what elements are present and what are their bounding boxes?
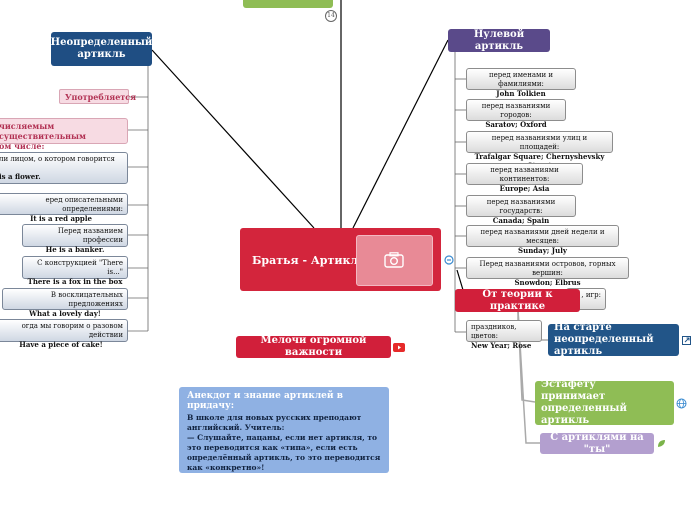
zero-item-5[interactable]: перед названиями государств: Canada; Spa…: [466, 195, 576, 225]
indef-item-7[interactable]: огда мы говорим о разовом действии Have …: [0, 319, 128, 349]
central-title: Братья - Артикли: [252, 254, 367, 267]
practice-item-start[interactable]: На старте неопределенный артикль: [548, 322, 679, 357]
indef-item-3[interactable]: еред описательными определениями: It is …: [0, 193, 128, 223]
zero-item-7[interactable]: Перед названиями островов, горных вершин…: [466, 257, 629, 287]
zero-item-6[interactable]: перед названиями дней недели и месяцев: …: [466, 225, 619, 255]
zero-item-4[interactable]: перед названиями континентов: Europe; As…: [466, 163, 583, 193]
zero-item-1[interactable]: перед именами и фамилиями: John Tolkien: [466, 68, 576, 98]
count-badge: 14: [325, 10, 337, 22]
globe-icon[interactable]: [676, 398, 687, 409]
practice-item-relay[interactable]: Эстафету принимает определенный артикль: [535, 379, 674, 426]
leaf-icon: [658, 440, 665, 447]
indef-item-2[interactable]: ли лицом, о котором говорится is a flowe…: [0, 152, 128, 184]
zero-item-9[interactable]: праздников, цветов: New Year; Rose: [466, 320, 542, 350]
external-link-icon[interactable]: [682, 336, 691, 345]
trifles-topic[interactable]: Мелочи огромной важности: [236, 335, 391, 358]
top-partial-node[interactable]: [243, 0, 333, 8]
link-icon[interactable]: [444, 255, 454, 265]
zero-article-topic[interactable]: Нулевой артикль: [448, 29, 550, 52]
indef-item-1[interactable]: числяемым существительным ом числе:: [0, 118, 128, 151]
indef-item-6[interactable]: В восклицательных предложениях What a lo…: [2, 288, 128, 318]
practice-item-ty[interactable]: С артиклями на "ты": [540, 432, 654, 455]
indef-item-4[interactable]: Перед названием профессии He is a banker…: [22, 224, 128, 254]
camera-icon: [384, 252, 404, 268]
uses-label[interactable]: Употребляется: [59, 89, 136, 104]
zero-item-3[interactable]: перед названиями улиц и площадей: Trafal…: [466, 131, 613, 170]
youtube-icon[interactable]: [393, 343, 405, 352]
photo-placeholder[interactable]: [356, 235, 433, 286]
anecdote-note[interactable]: Анекдот и знание артиклей в придачу: В ш…: [179, 387, 389, 473]
zero-item-2[interactable]: перед названиями городов: Saratov; Oxfor…: [466, 99, 566, 129]
indef-item-5[interactable]: С конструкцией "There is..." There is a …: [22, 256, 128, 286]
indefinite-article-topic[interactable]: Неопределенный артикль: [51, 32, 152, 66]
practice-topic[interactable]: От теории к практике: [455, 289, 580, 312]
central-topic[interactable]: Братья - Артикли: [240, 228, 441, 291]
